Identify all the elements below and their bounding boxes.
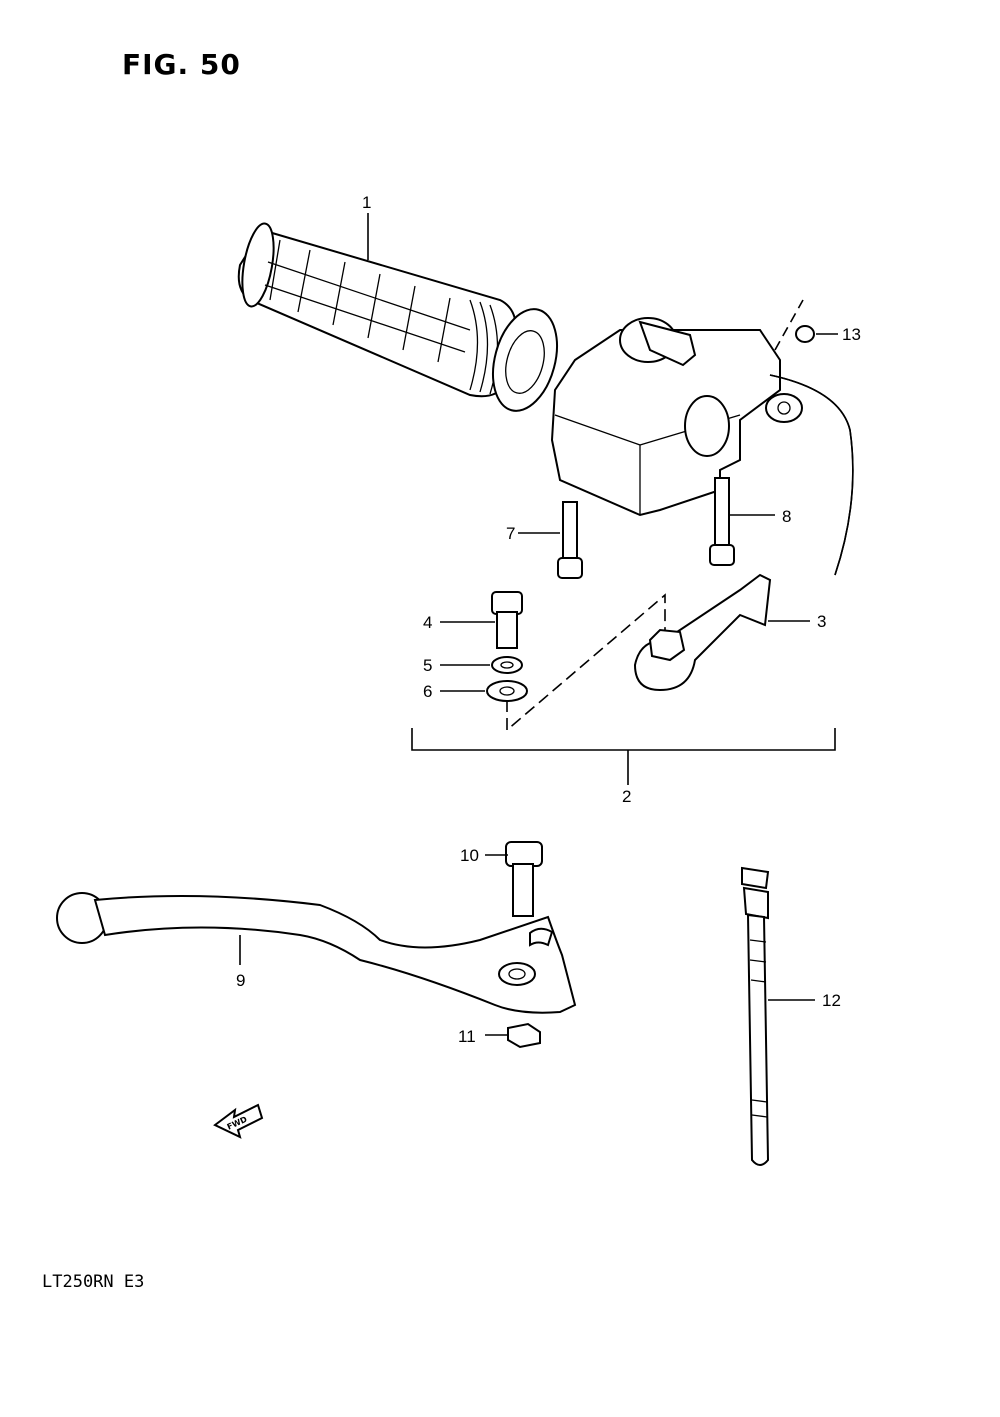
- part-11-nut: [485, 1022, 541, 1049]
- figure-title: FIG. 50: [122, 48, 241, 81]
- callout-9: 9: [236, 971, 245, 990]
- model-code: LT250RN E3: [42, 1272, 145, 1292]
- part-13-cap: [795, 325, 838, 343]
- callout-11: 11: [458, 1027, 476, 1046]
- part-12-cable-tie: [741, 866, 815, 1166]
- callout-6: 6: [423, 682, 432, 701]
- callout-12: 12: [822, 991, 841, 1010]
- part-7-screw: [518, 501, 583, 579]
- callout-7: 7: [506, 524, 515, 543]
- callout-5: 5: [423, 656, 432, 675]
- part-1-grip: [237, 222, 558, 412]
- part-4-bolt: [440, 591, 523, 649]
- callout-1: 1: [362, 193, 371, 212]
- part-8-screw: [709, 477, 775, 566]
- part-10-bolt: [485, 841, 543, 917]
- fwd-arrow-icon: FWD: [213, 1103, 264, 1139]
- callout-2: 2: [622, 787, 631, 806]
- part-9-lever: [56, 892, 577, 1014]
- part-2-switch-assembly: [550, 317, 854, 576]
- part-5-washer: [440, 656, 523, 674]
- callout-3: 3: [817, 612, 826, 631]
- part-3-bracket: [633, 573, 810, 692]
- part-6-washer: [440, 680, 528, 702]
- callout-10: 10: [460, 846, 479, 865]
- callout-13: 13: [842, 325, 861, 344]
- callout-4: 4: [423, 613, 432, 632]
- callout-8: 8: [782, 507, 791, 526]
